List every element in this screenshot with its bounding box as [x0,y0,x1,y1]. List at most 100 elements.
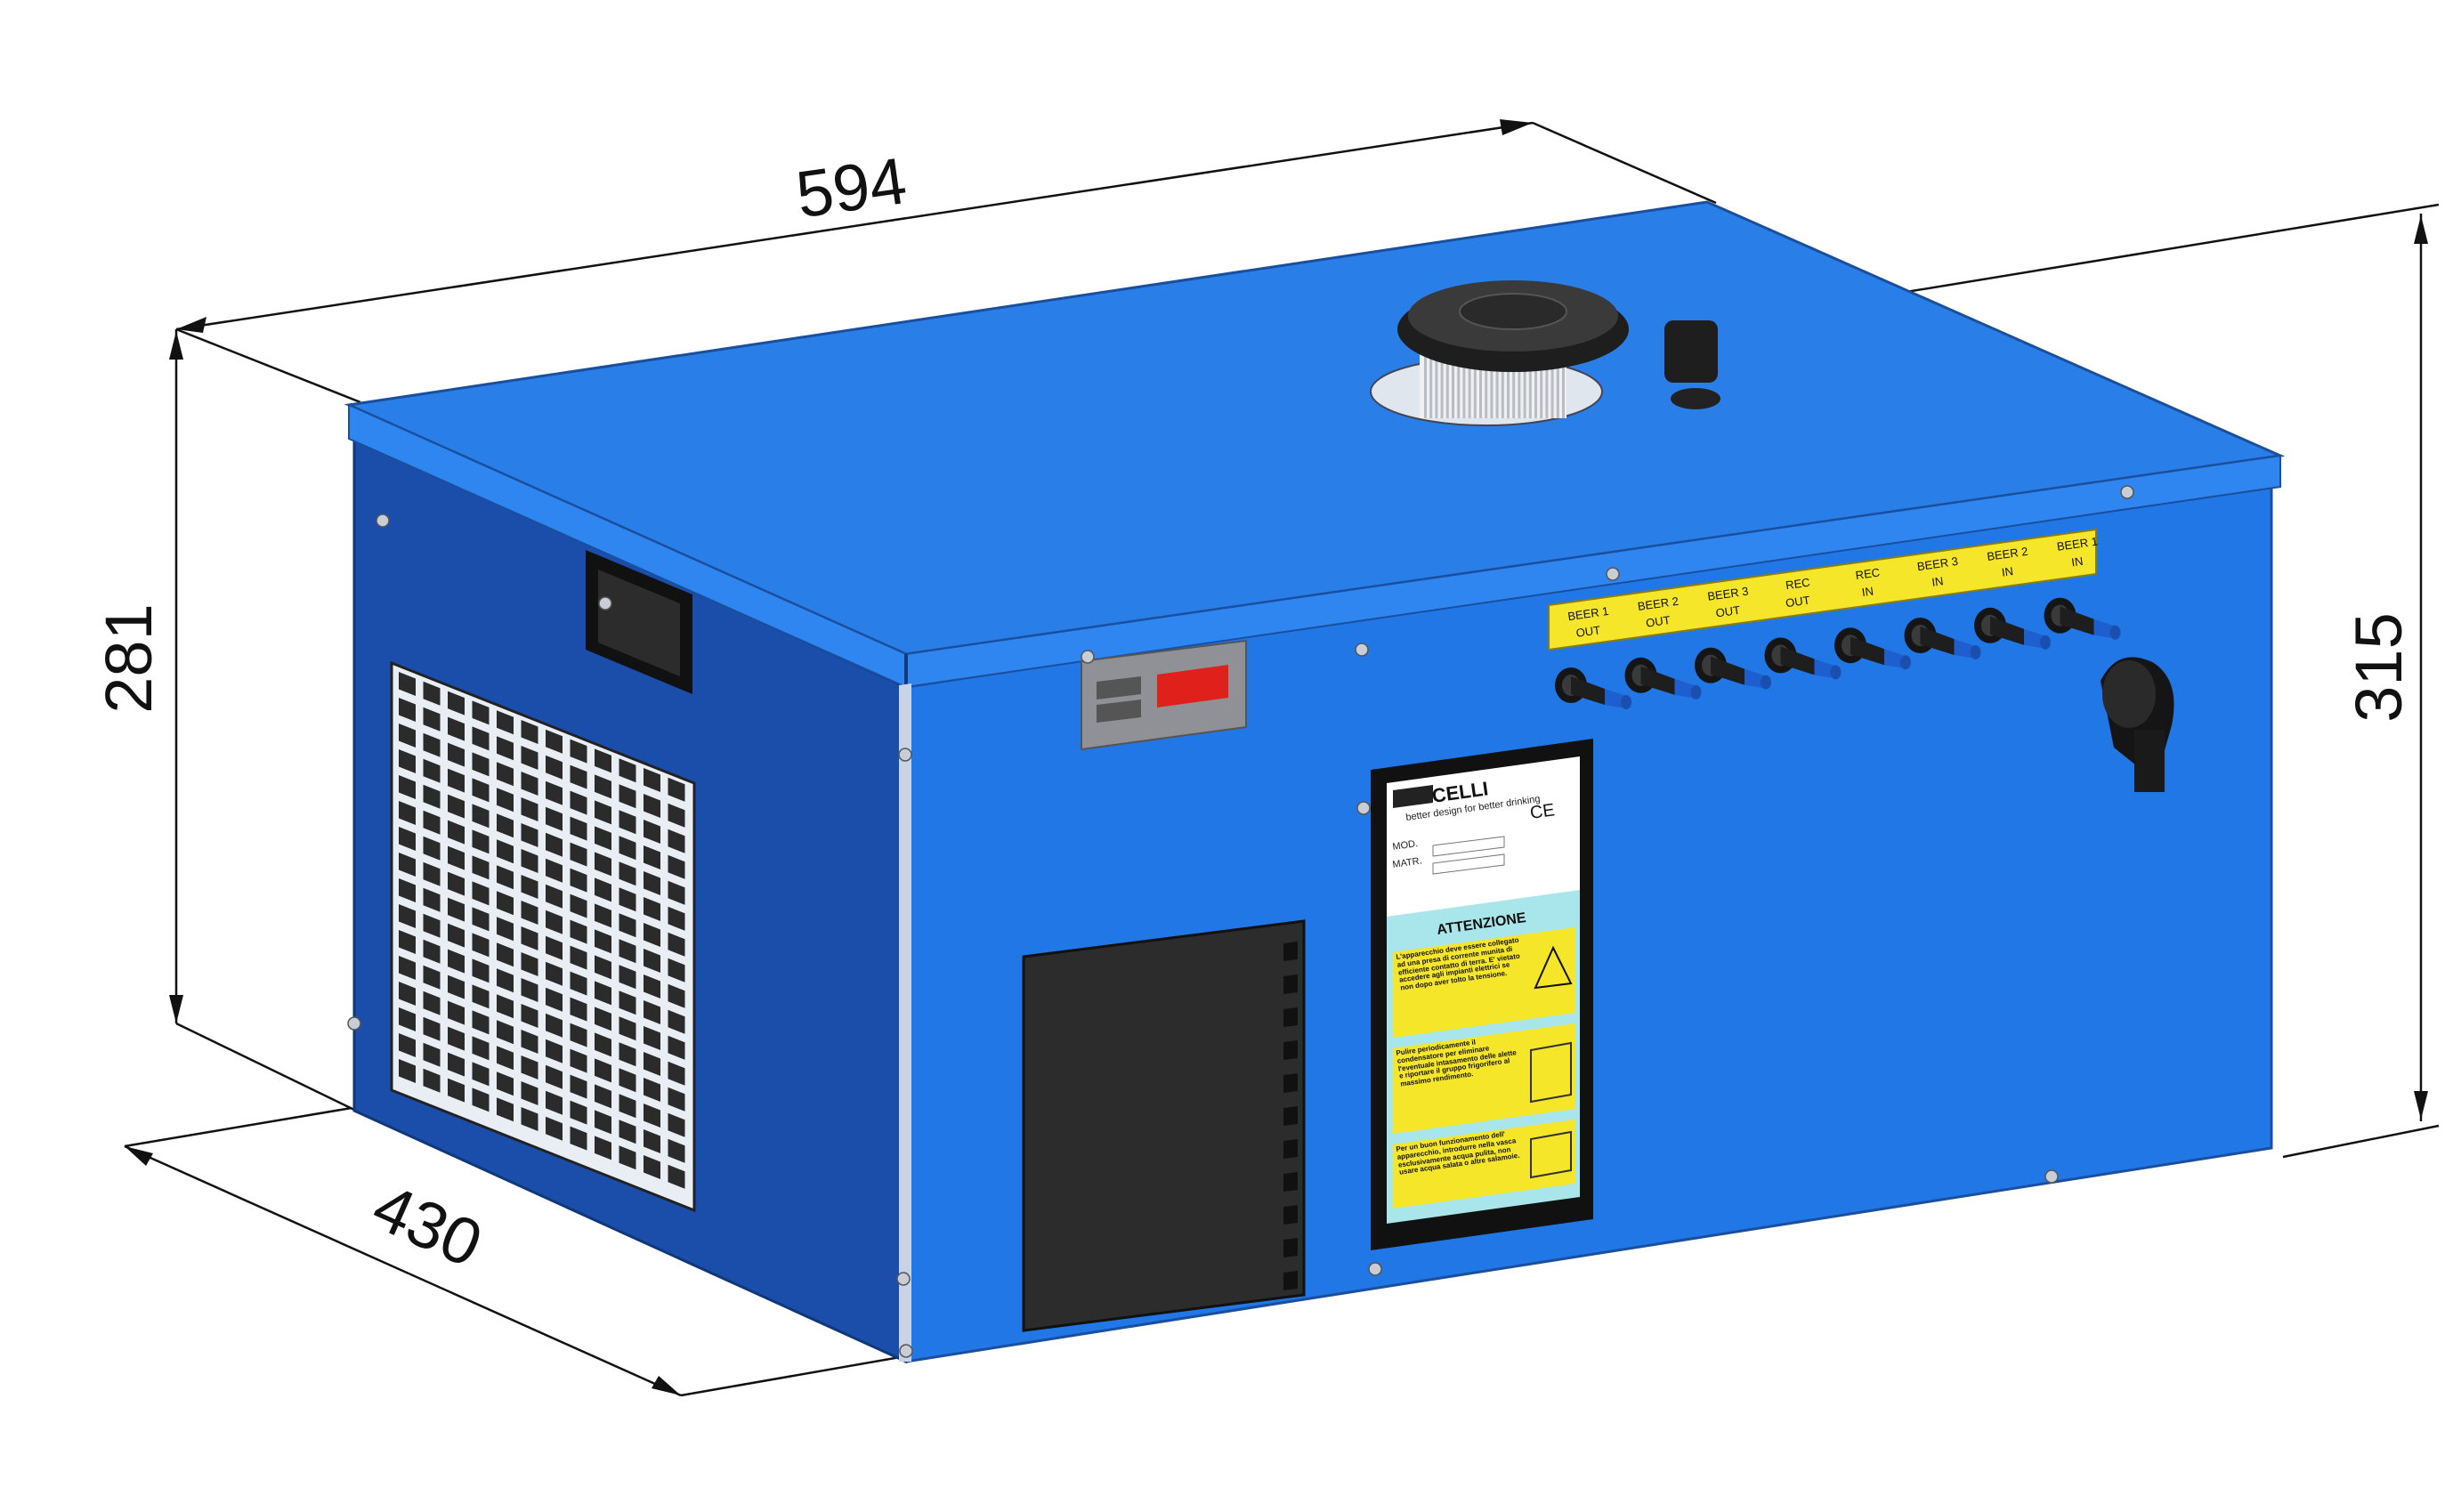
fan-fin [1462,347,1466,418]
grille-hole [423,681,441,706]
grille-hole [497,1071,514,1096]
condenser-icon [1530,1041,1572,1104]
grille-hole [595,903,611,928]
screw [1081,650,1095,664]
grille-hole [521,746,538,770]
panel-vent [1283,1172,1298,1192]
grille-hole [448,1026,465,1051]
grille-hole [521,1055,538,1079]
grille-hole [619,1145,636,1170]
grille-hole [570,790,587,815]
grille-hole [668,1061,685,1086]
grille-hole [570,997,587,1022]
grille-hole [595,1058,611,1083]
grille-hole [448,974,465,999]
port-connector [1695,647,1771,690]
grille-hole [497,813,514,838]
grille-hole [472,907,490,932]
fan-fin [1440,347,1444,418]
panel-vent [1283,1007,1298,1027]
grille-hole [472,700,490,725]
grille-hole [668,1087,685,1112]
port-connector [1904,618,1981,659]
grille-hole [668,1035,685,1060]
port-label-line2: IN [2001,564,2014,579]
grille-hole [472,1062,490,1087]
grille-hole [399,749,416,773]
grille-hole [448,742,465,767]
grille-hole [595,1136,611,1160]
grille-hole [644,1104,660,1128]
fan-fin [1490,347,1494,418]
grille-hole [668,829,685,853]
grille-hole [497,762,514,787]
grille-hole [595,1007,611,1031]
grille-hole [497,839,514,864]
grille-hole [595,774,611,799]
grille-hole [668,958,685,982]
grille-hole [399,853,416,877]
grille-hole [399,956,416,980]
grille-hole [472,778,490,803]
grille-hole [668,1009,685,1034]
port-connector [1834,627,1911,670]
grille-hole [521,772,538,796]
grille-hole [423,1016,441,1041]
grille-hole [595,826,611,851]
grille-hole [472,829,490,854]
grille-hole [668,906,685,931]
panel-vent [1283,1106,1298,1126]
grille-hole [595,877,611,902]
port-label-line2: IN [2070,554,2084,570]
grille-hole [448,1052,465,1077]
grille-hole [423,913,441,938]
access-panel [1022,919,1306,1332]
fan-fin [1523,347,1526,418]
grille-hole [644,794,660,818]
grille-hole [570,842,587,867]
grille-hole [546,884,563,909]
grille-hole [448,923,465,948]
grille-hole [619,1042,636,1067]
panel-vent [1283,1139,1298,1159]
grille-hole [399,904,416,928]
grille-hole [619,1120,636,1144]
fan-assembly [1370,280,1720,426]
grille-hole [595,981,611,1006]
grille-hole [595,1110,611,1135]
grille-hole [570,816,587,841]
port-label-line1: BEER 1 [1566,604,1609,623]
grille-hole [668,803,685,828]
port-label-line2: OUT [1785,594,1810,610]
grille-hole [570,1100,587,1125]
grille-hole [423,707,441,732]
grille-hole [472,933,490,958]
fan-fin [1457,347,1461,418]
grille-hole [472,1010,490,1035]
grille-hole [448,1078,465,1103]
grille-hole [521,875,538,899]
port-label: BEER 2IN [1986,545,2028,579]
fan-fin [1550,347,1554,418]
dim-height-overall-label: 315 [2342,612,2416,722]
grille-hole [619,810,636,835]
grille-hole [546,987,563,1012]
grille-hole [423,861,441,886]
screw [1355,643,1369,657]
grille-hole [423,887,441,912]
warning-block-1 [1393,927,1575,1038]
fan-fin [1501,347,1504,418]
grille-hole [668,880,685,905]
grille-hole [423,784,441,809]
grille-hole [668,932,685,957]
fan-fin [1424,347,1427,418]
grille-hole [570,971,587,996]
grille-hole [399,801,416,825]
grille-hole [448,1000,465,1025]
outlet-fitting [2101,657,2174,792]
grille-hole [570,1048,587,1073]
